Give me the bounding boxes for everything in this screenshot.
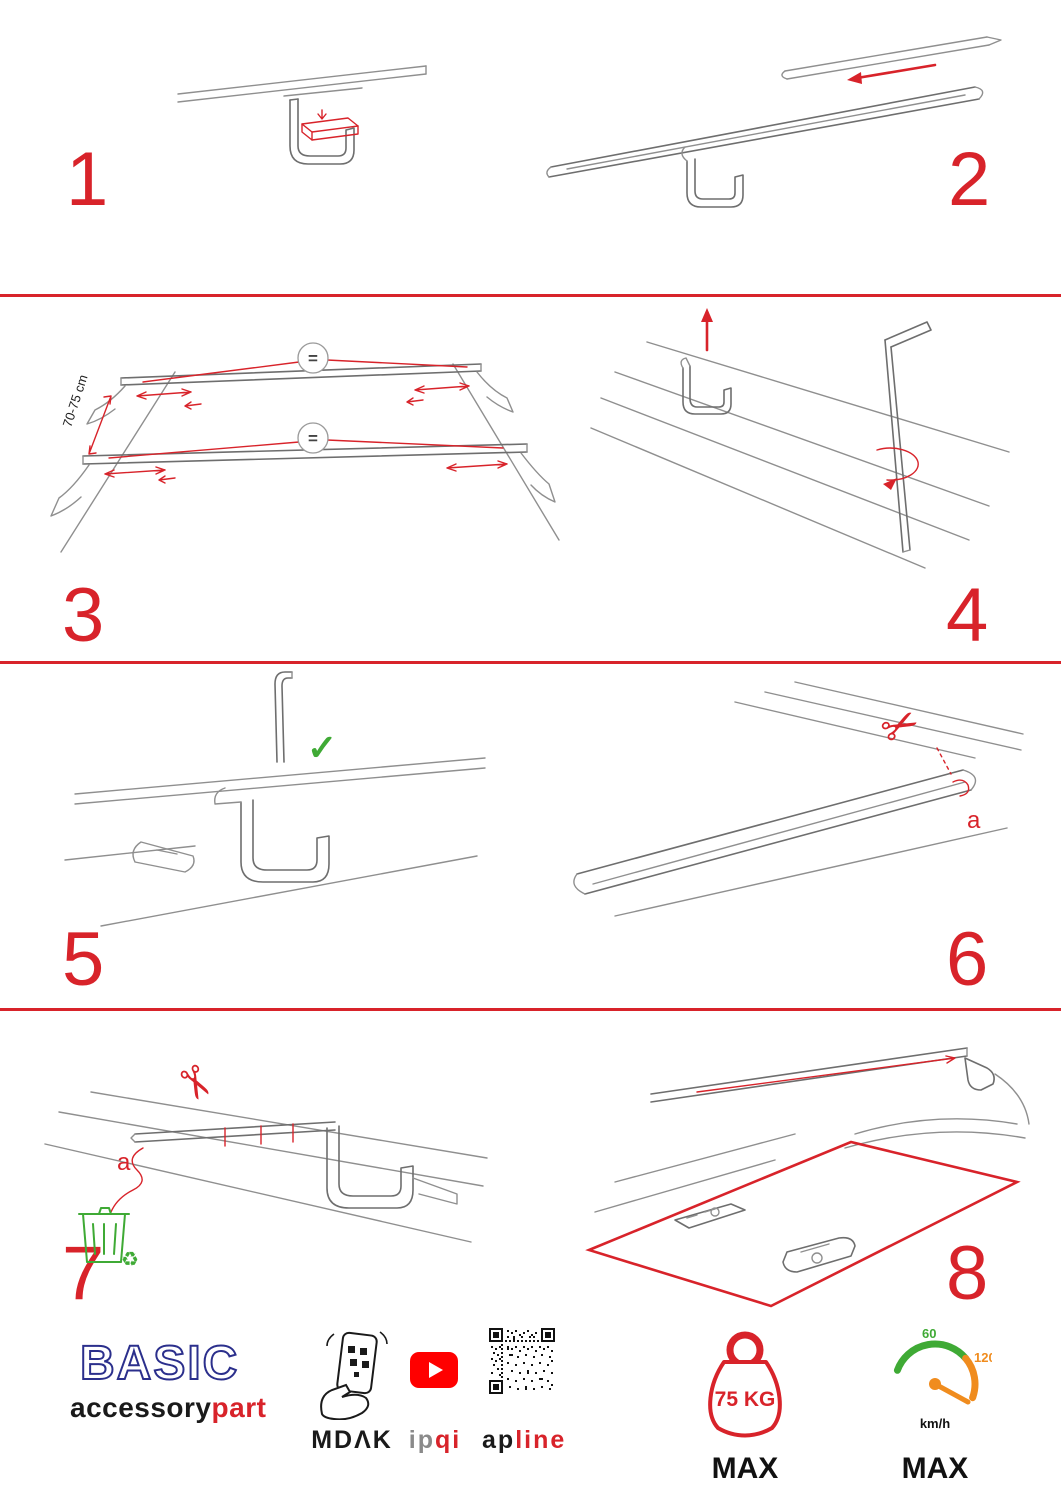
bar-distance-annotation: 70-75 cm bbox=[60, 373, 112, 455]
part-label-a: a bbox=[117, 1149, 131, 1176]
weight-limit-value: 75 KG bbox=[715, 1388, 776, 1411]
partner-mdak: MDΛK bbox=[296, 1426, 408, 1455]
brand-word-red: part bbox=[211, 1392, 267, 1423]
detail-highlight-frame bbox=[585, 1140, 1021, 1308]
partner-ipqi-gray: ip bbox=[408, 1426, 435, 1454]
youtube-icon bbox=[410, 1352, 458, 1388]
step-3-number: 3 bbox=[62, 573, 105, 658]
trash-bin-icon bbox=[78, 1207, 130, 1263]
part-label-a: a bbox=[967, 807, 981, 834]
rear-crossbar-drawing bbox=[50, 443, 556, 517]
align-line bbox=[696, 1055, 956, 1093]
front-crossbar-drawing bbox=[86, 363, 514, 425]
rubber-strip-end bbox=[952, 779, 970, 797]
clamp-drawing bbox=[132, 787, 330, 883]
section-divider bbox=[0, 1008, 1061, 1011]
clamp-drawing bbox=[680, 357, 732, 415]
partner-ipqi: ipqi bbox=[404, 1426, 466, 1455]
hook-rod-drawing bbox=[274, 671, 293, 763]
section-divider bbox=[0, 661, 1061, 664]
partner-apline-red: line bbox=[515, 1426, 567, 1454]
step-8-illustration bbox=[585, 1047, 1030, 1308]
clamp-drawing bbox=[681, 146, 744, 208]
speed-tick-low: 60 bbox=[922, 1326, 936, 1341]
speed-tick-high: 120 bbox=[974, 1350, 992, 1365]
partner-mdak-label: MDΛK bbox=[311, 1426, 393, 1454]
speed-unit: km/h bbox=[920, 1416, 950, 1431]
crossbar-drawing bbox=[546, 86, 984, 178]
equal-sign: = bbox=[308, 429, 318, 448]
equal-overhang-annotation-rear: = bbox=[104, 422, 508, 484]
step-7-number: 7 bbox=[62, 1231, 105, 1316]
step-2-number: 2 bbox=[948, 137, 991, 222]
scissors-icon: ✂ bbox=[873, 696, 929, 757]
step-1-number: 1 bbox=[66, 137, 109, 222]
tighten-rotation-arrow bbox=[876, 447, 919, 490]
aero-bar-drawing bbox=[573, 769, 977, 895]
correct-checkmark-icon: ✓ bbox=[307, 727, 337, 768]
section-divider bbox=[0, 294, 1061, 297]
step-5-number: 5 bbox=[62, 917, 105, 1002]
speed-limit-icon: 60 120 km/h bbox=[893, 1326, 992, 1431]
qr-code-icon bbox=[489, 1328, 555, 1394]
step-8-number: 8 bbox=[946, 1231, 989, 1316]
end-clamp-drawing bbox=[964, 1057, 995, 1091]
partner-ipqi-red: qi bbox=[435, 1426, 462, 1454]
partner-apline: apline bbox=[482, 1426, 564, 1455]
rubber-pad-highlight bbox=[301, 109, 359, 141]
brand-subtitle: accessorypart bbox=[70, 1392, 266, 1424]
clamp-drawing bbox=[283, 87, 363, 165]
t-slot-adapter-1 bbox=[674, 1203, 746, 1229]
step-6-illustration: ✂ a bbox=[573, 681, 1024, 917]
step-6-number: 6 bbox=[946, 917, 989, 1002]
equal-sign: = bbox=[308, 349, 318, 368]
crossbar-drawing bbox=[594, 1047, 968, 1213]
brand-name: BASIC bbox=[80, 1337, 239, 1390]
strip-drawing bbox=[130, 1121, 336, 1147]
slide-strip-drawing bbox=[781, 36, 1002, 80]
t-slot-adapter-2 bbox=[782, 1236, 856, 1273]
bar-distance-label: 70-75 cm bbox=[60, 373, 91, 429]
brand-word-black: accessory bbox=[70, 1392, 212, 1423]
brand-logo: BASIC bbox=[80, 1336, 239, 1391]
allen-key-drawing bbox=[884, 321, 932, 553]
step-5-illustration: ✓ bbox=[64, 671, 486, 927]
speed-max-label: MAX bbox=[901, 1452, 969, 1485]
weight-max-label: MAX bbox=[711, 1452, 779, 1485]
equal-overhang-annotation-front: = bbox=[136, 342, 470, 410]
step-3-illustration: = = 70-75 cm bbox=[50, 342, 560, 553]
scissors-icon: ✂ bbox=[164, 1056, 225, 1112]
insert-direction-arrow bbox=[701, 308, 713, 352]
slide-direction-arrow bbox=[847, 63, 937, 84]
partner-apline-black: ap bbox=[482, 1426, 516, 1454]
step-2-illustration bbox=[546, 36, 1002, 208]
step-4-number: 4 bbox=[946, 573, 989, 658]
clamp-drawing bbox=[326, 1125, 458, 1209]
weight-limit-icon: 75 KG bbox=[708, 1331, 782, 1438]
step-7-illustration: ✂ a ♻ bbox=[44, 1056, 488, 1271]
step-1-illustration bbox=[177, 65, 427, 165]
recycle-icon: ♻ bbox=[121, 1249, 139, 1271]
phone-scan-icon bbox=[320, 1331, 388, 1420]
step-4-illustration bbox=[590, 308, 1010, 569]
discarded-strip-curve bbox=[110, 1147, 144, 1213]
